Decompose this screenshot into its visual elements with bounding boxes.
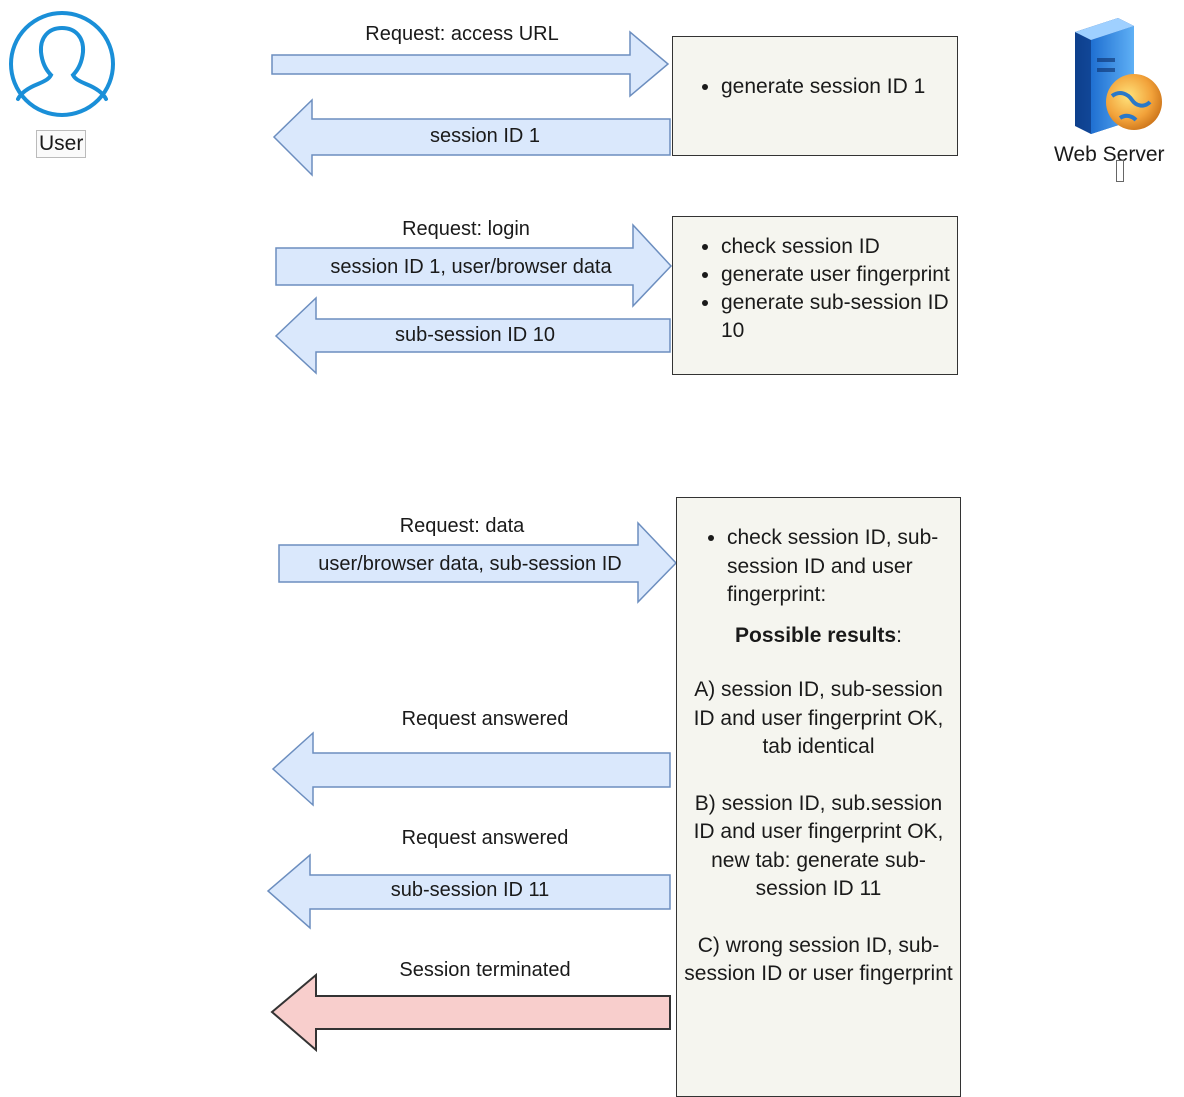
response-b-label: Request answered [401, 827, 569, 849]
result-a: A) session ID, sub-session ID and user f… [693, 678, 944, 758]
response-a-label: Request answered [401, 708, 569, 730]
arrow-response-sub-session-10 [274, 296, 671, 375]
server-box-phase-1: generate session ID 1 [672, 36, 958, 156]
session-id-1-label: session ID 1 [429, 125, 541, 147]
data-payload-label: user/browser data, sub-session ID [318, 553, 622, 575]
request-data-label: Request: data [399, 515, 525, 537]
server-action: check session ID [721, 233, 957, 261]
web-server-label: Web Server [1054, 143, 1165, 166]
sub-session-10-label: sub-session ID 10 [394, 324, 556, 346]
server-action: generate user fingerprint [721, 261, 957, 289]
possible-results-heading: Possible results: [735, 623, 902, 647]
server-box-phase-2: check session ID generate user fingerpri… [672, 216, 958, 375]
arrow-response-session-id-1 [272, 98, 671, 177]
web-server-label-cursor [1116, 160, 1124, 182]
server-action: check session ID, sub-session ID and use… [727, 524, 960, 610]
arrow-request-access-url [271, 30, 670, 98]
session-terminated-label: Session terminated [399, 959, 571, 981]
sub-session-11-label: sub-session ID 11 [390, 879, 550, 901]
server-action: generate session ID 1 [721, 73, 957, 101]
request-login-label: Request: login [402, 218, 530, 240]
user-icon [9, 11, 115, 117]
arrow-response-b [266, 853, 671, 930]
arrow-request-login [275, 223, 673, 308]
web-server-icon [1075, 18, 1162, 134]
user-label: User [36, 130, 87, 158]
arrow-request-data [278, 521, 678, 604]
server-action: generate sub-session ID 10 [721, 289, 957, 345]
arrow-session-terminated [270, 972, 671, 1053]
server-box-phase-3: check session ID, sub-session ID and use… [676, 497, 961, 1097]
result-b: B) session ID, sub.session ID and user f… [693, 791, 944, 901]
result-c: C) wrong session ID, sub-session ID or u… [684, 933, 953, 986]
login-payload-label: session ID 1, user/browser data [330, 256, 612, 278]
arrow-response-a [271, 731, 671, 807]
request-access-url-label: Request: access URL [365, 23, 559, 45]
